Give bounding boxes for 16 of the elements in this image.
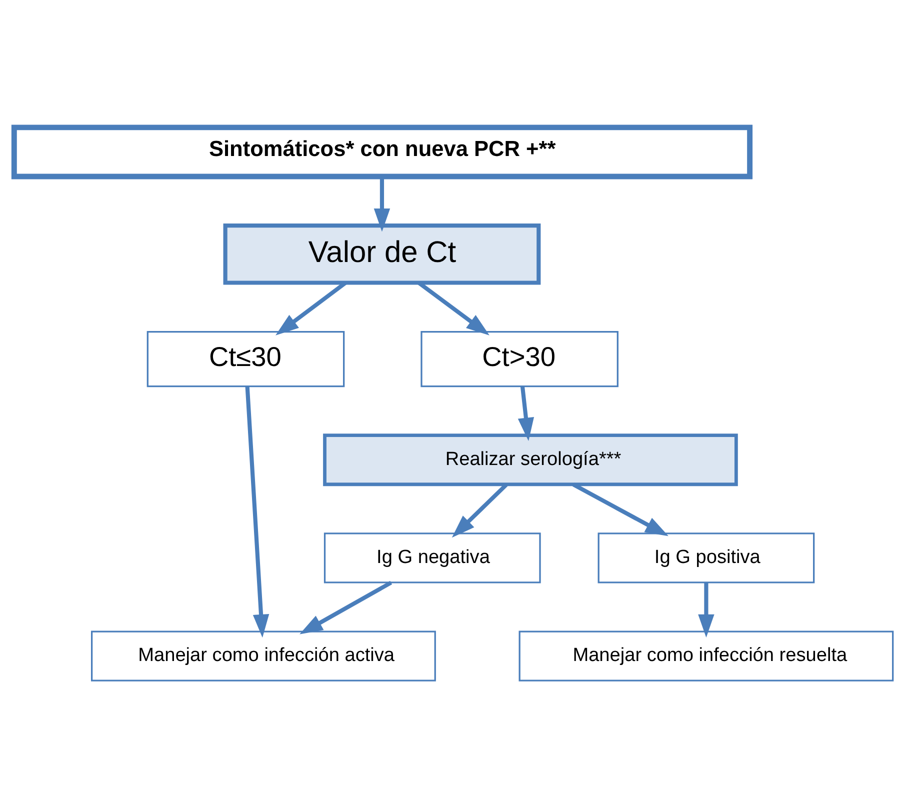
node-box: Ig G positiva bbox=[598, 532, 815, 584]
node-box: Ct≤30 bbox=[146, 330, 345, 388]
node-box: Valor de Ct bbox=[223, 224, 541, 285]
arrow bbox=[374, 176, 390, 232]
node-box: Ct>30 bbox=[420, 330, 618, 388]
arrow bbox=[698, 582, 714, 638]
arrow bbox=[452, 483, 508, 538]
node-box: Ig G negativa bbox=[324, 532, 541, 584]
arrow bbox=[245, 386, 270, 638]
arrow bbox=[518, 386, 534, 441]
node-box: Manejar como infección resuelta bbox=[518, 630, 894, 682]
node-box: Manejar como infección activa bbox=[90, 630, 436, 682]
arrow bbox=[572, 482, 668, 536]
node-box: Realizar serología*** bbox=[323, 434, 738, 486]
arrow bbox=[300, 580, 392, 634]
node-box: Sintomáticos* con nueva PCR +** bbox=[11, 124, 753, 180]
